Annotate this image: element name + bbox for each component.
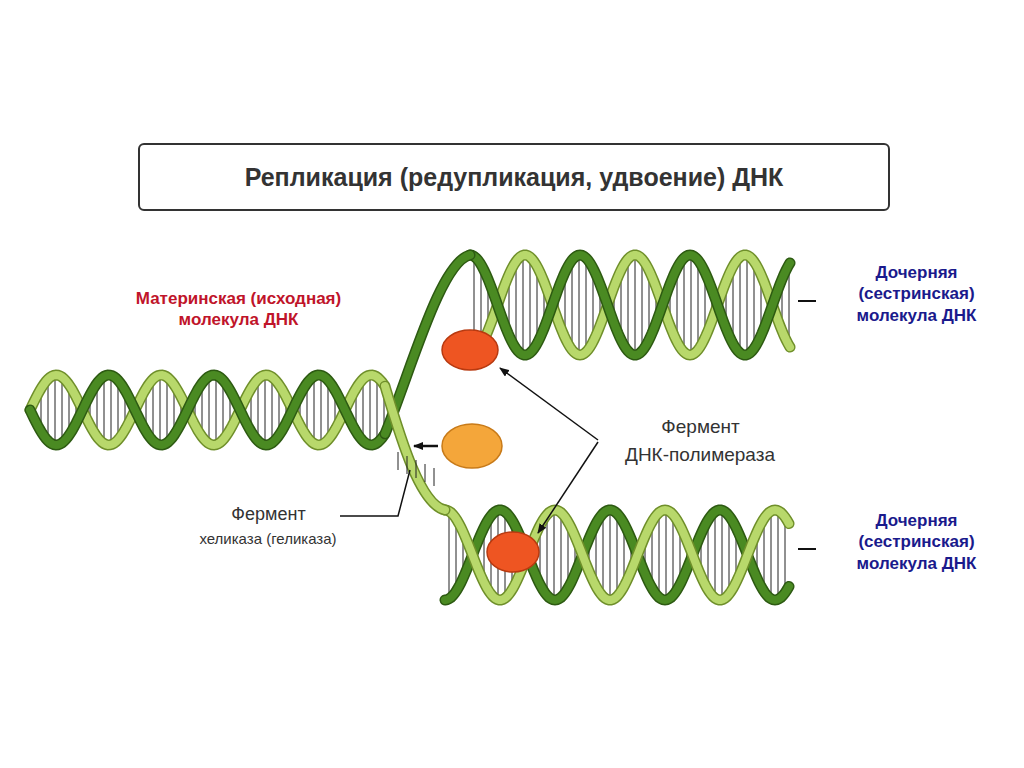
base-pair [272,377,273,443]
base-pair [216,375,217,444]
base-pair [449,511,450,599]
leader-dash [798,300,816,302]
base-pair [62,377,63,443]
base-pair [153,379,154,441]
base-pair [314,376,315,443]
base-pair [111,375,112,444]
base-pair [722,510,723,599]
dna-strand [30,375,384,445]
parent-label: Материнская (исходная) молекула ДНК [131,288,346,331]
leader-line [340,470,410,516]
base-pair [642,259,643,351]
base-pair [586,258,587,352]
base-pair [754,262,755,349]
base-pair [729,516,730,594]
base-pair [778,511,779,600]
base-stub [425,464,426,482]
leader-dash [798,548,816,550]
leader-arrow [538,442,598,533]
strand-outline [30,375,384,445]
base-pair [603,514,604,597]
base-pair [684,258,685,352]
base-pair [377,377,378,443]
base-stub [416,460,417,478]
dna-strand [385,386,445,510]
base-pair [673,515,674,596]
base-pair [55,375,56,445]
strand-outline [470,255,790,355]
base-pair [321,375,322,444]
base-pair [610,510,611,600]
direction-arrow [414,445,438,448]
base-pair [530,257,531,353]
base-pair [666,510,667,600]
strand-outline [445,510,789,600]
base-pair [104,376,105,443]
base-pair [561,513,562,598]
base-pair [785,517,786,593]
base-pair [370,375,371,445]
strand-outline [30,375,384,445]
base-pair [698,260,699,350]
helix-group [30,255,790,600]
base-pair [363,379,364,441]
base-pair [659,513,660,598]
base-pair [572,260,573,350]
strand-outline [445,510,789,600]
base-pair [715,512,716,598]
base-pair [635,255,636,355]
enzyme-label: хеликаза (геликаза) [198,530,338,549]
dna-strand [470,255,790,355]
base-pair [691,255,692,355]
polymerase-oval [487,532,539,572]
base-pair [209,376,210,443]
leader-group [340,301,816,549]
enzyme-label: Фермент [660,415,741,439]
strand-outline [385,386,445,510]
dna-strand [445,510,789,600]
base-pair [265,375,266,445]
base-pair [747,255,748,354]
leader-arrow [500,368,598,440]
daughter-label: Дочерняя (сестринская) молекула ДНК [844,510,989,574]
base-pair [167,377,168,443]
title-box: Репликация (редупликация, удвоение) ДНК [138,143,890,211]
base-pair [771,511,772,599]
base-pair [523,255,524,354]
base-pair [740,257,741,353]
base-pair [579,255,580,355]
base-pair [516,262,517,349]
base-pair [617,514,618,597]
dna-strand [30,375,384,445]
helicase-oval [442,424,502,468]
base-pair [628,259,629,351]
dna-strand [470,255,790,355]
base-pair [554,510,555,600]
diagram-title: Репликация (редупликация, удвоение) ДНК [245,163,784,192]
enzyme-group [442,330,539,572]
base-stub [407,456,408,474]
base-stub [398,452,399,470]
base-pair [547,515,548,596]
strand-outline [470,255,790,355]
base-pair [160,375,161,445]
dna-strand [445,510,789,600]
polymerase-oval [442,330,498,370]
enzyme-label: ДНК-полимераза [624,443,776,467]
daughter-label: Дочерняя (сестринская) молекула ДНК [844,262,989,326]
enzyme-label: Фермент [230,503,307,526]
base-stub [434,468,435,486]
